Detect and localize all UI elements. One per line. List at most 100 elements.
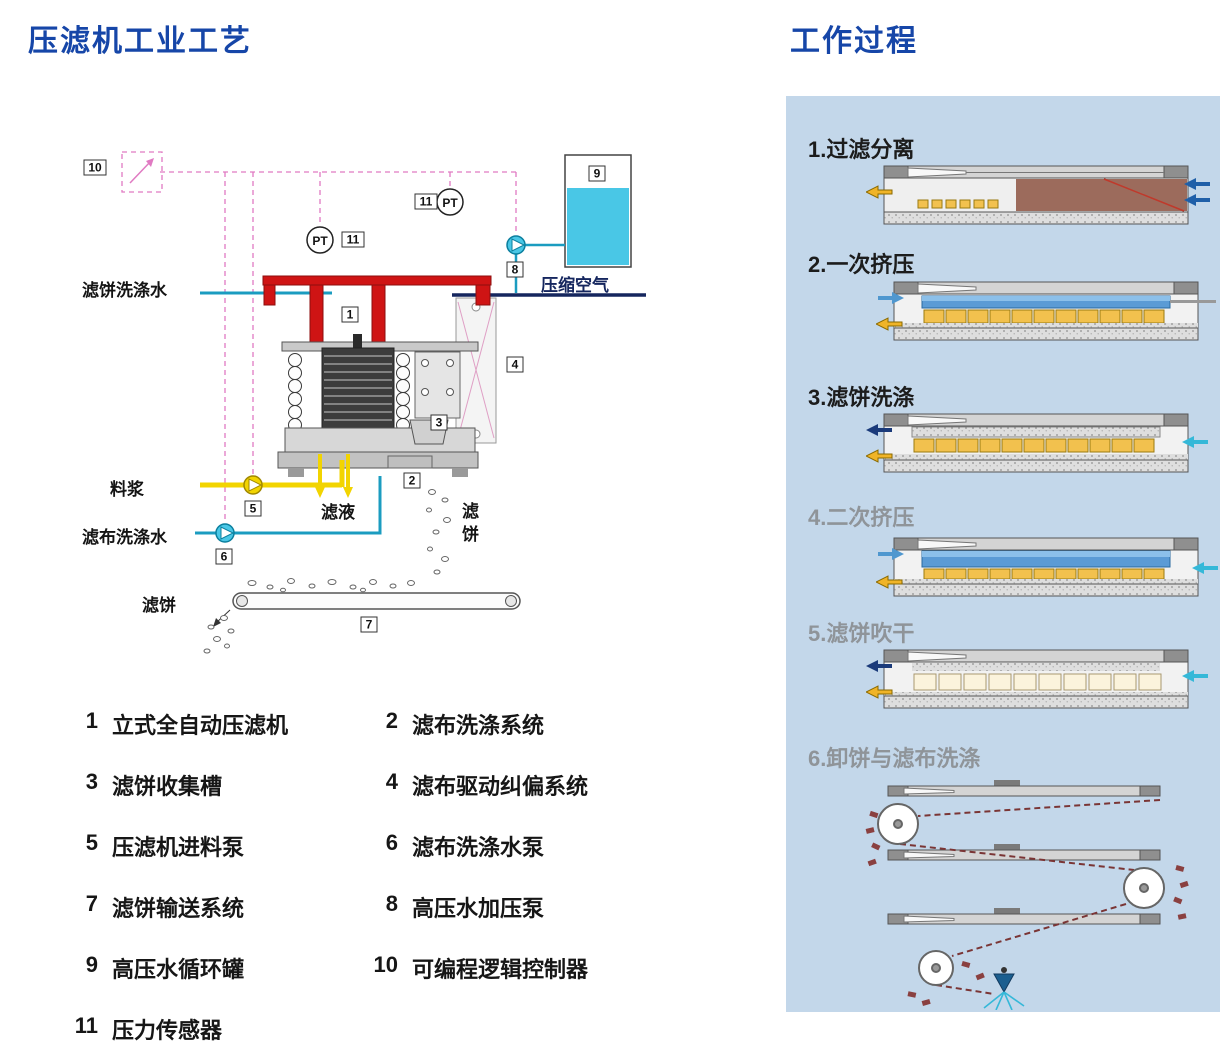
- legend-text: 滤饼收集槽: [112, 774, 223, 799]
- legend-num: 2: [385, 708, 398, 733]
- legend-text: 高压水循环罐: [112, 957, 245, 982]
- cake-blocks: [923, 309, 1165, 324]
- legend-text: 滤布洗涤系统: [412, 713, 545, 738]
- cake-blocks: [913, 438, 1155, 453]
- tag-11b: 11: [420, 195, 433, 209]
- machine-foot-left: [288, 468, 304, 477]
- step-2-label: 2.一次挤压: [808, 252, 915, 277]
- legend-num: 1: [85, 708, 98, 733]
- step-3-label: 3.滤饼洗涤: [808, 385, 915, 410]
- feed-pump: [243, 475, 263, 495]
- cloth-guide-rollers: [421, 359, 454, 396]
- page-title-left: 压滤机工业工艺: [28, 25, 252, 58]
- legend-text: 压力传感器: [112, 1018, 223, 1043]
- tag-9: 9: [594, 167, 601, 181]
- legend-text: 高压水加压泵: [412, 896, 545, 921]
- control-signal-lines: [160, 171, 517, 522]
- tag-11a: 11: [347, 233, 360, 247]
- pt-sensor-1: PT: [306, 226, 334, 254]
- slurry-label: 料浆: [110, 480, 144, 499]
- legend-text: 可编程逻辑控制器: [412, 957, 589, 982]
- legend-item-8: 8 高压水加压泵: [370, 891, 710, 923]
- cake-particles: [203, 489, 451, 654]
- dry-cake-blocks: [913, 673, 1162, 691]
- filtrate-label: 滤液: [321, 503, 355, 522]
- process-diagram: PT PT: [0, 130, 768, 705]
- cake-forming: [917, 199, 999, 209]
- falling-cake-bits: [865, 810, 1189, 1006]
- tag-7: 7: [366, 618, 373, 632]
- pressure-pump: [506, 235, 526, 255]
- legend-item-3: 3 滤饼收集槽: [70, 769, 370, 801]
- legend-num: 8: [385, 891, 398, 916]
- cake-blocks: [923, 568, 1165, 580]
- tag-6: 6: [221, 550, 228, 564]
- machine-foot-right: [452, 468, 468, 477]
- step-4-label: 4.二次挤压: [808, 505, 915, 530]
- press-frame-red: [262, 275, 492, 346]
- wash-water-layer: [911, 426, 1161, 438]
- machine-mid-body: [284, 427, 476, 453]
- cloth-wash-spray: [983, 967, 1025, 1010]
- step-1-label: 1.过滤分离: [808, 137, 915, 162]
- legend-num: 11: [74, 1013, 98, 1038]
- tag-4: 4: [512, 358, 519, 372]
- cake-wash-water-label: 滤饼洗涤水: [82, 281, 167, 300]
- process-diagram-svg: PT PT: [83, 151, 646, 654]
- component-tags: 10 9 11 11 8 1 4 3 2 5 6 7: [83, 159, 606, 633]
- step-5-label: 5.滤饼吹干: [808, 621, 915, 646]
- page-title-right: 工作过程: [790, 25, 918, 58]
- filter-press-machine: [277, 334, 479, 477]
- legend-item-7: 7 滤饼输送系统: [70, 891, 370, 923]
- tag-5: 5: [250, 502, 257, 516]
- open-plates: [887, 780, 1161, 925]
- cake-bottom-label: 滤饼: [142, 596, 176, 615]
- pt-sensor-2-label: PT: [442, 196, 458, 210]
- legend-num: 6: [385, 830, 398, 855]
- legend-item-2: 2 滤布洗涤系统: [370, 708, 710, 740]
- step-6-diagram: [865, 780, 1189, 1010]
- tag-10: 10: [88, 161, 102, 175]
- legend-text: 滤布驱动纠偏系统: [412, 774, 589, 799]
- legend-num: 9: [85, 952, 98, 977]
- cloth-drive-frame: [455, 297, 497, 444]
- tag-3: 3: [436, 416, 443, 430]
- pt-sensor-2: PT: [436, 188, 464, 216]
- legend-num: 4: [385, 769, 398, 794]
- plate-stripes: [324, 355, 392, 421]
- filtrate-arrows: [315, 454, 353, 498]
- legend-item-10: 10 可编程逻辑控制器: [370, 952, 710, 984]
- legend-item-4: 4 滤布驱动纠偏系统: [370, 769, 710, 801]
- legend-item-6: 6 滤布洗涤水泵: [370, 830, 710, 862]
- legend-text: 滤饼输送系统: [112, 896, 245, 921]
- step-1-diagram: [866, 165, 1210, 225]
- legend-text: 压滤机进料泵: [112, 835, 245, 860]
- legend-item-11: 11 压力传感器: [70, 1013, 370, 1045]
- step-5-diagram: [866, 649, 1208, 709]
- tag-1: 1: [347, 308, 354, 322]
- legend-item-1: 1 立式全自动压滤机: [70, 708, 370, 740]
- legend-text: 立式全自动压滤机: [112, 713, 289, 738]
- working-process-panel: 1.过滤分离 2.一次挤压: [786, 96, 1220, 1012]
- legend-num: 7: [85, 891, 98, 916]
- spring-coils: [288, 353, 410, 432]
- cloth-belt: [899, 799, 1161, 995]
- legend-num: 3: [85, 769, 98, 794]
- belt-rollers: [877, 803, 1165, 986]
- cloth-wash-pump: [215, 523, 235, 543]
- machine-base: [277, 451, 479, 469]
- step-3-diagram: [866, 413, 1208, 473]
- slurry-chamber: [1016, 179, 1187, 211]
- step-6-label: 6.卸饼与滤布洗涤: [808, 746, 981, 771]
- legend-num: 10: [373, 952, 398, 977]
- legend-text: 滤布洗涤水泵: [412, 835, 545, 860]
- tag-8: 8: [512, 263, 519, 277]
- step-2-diagram: [876, 281, 1216, 341]
- cake-side-label: 滤饼: [459, 502, 478, 548]
- compressed-air-label: 压缩空气: [541, 276, 609, 295]
- pt-sensor-1-label: PT: [312, 234, 328, 248]
- plc-symbol: [121, 151, 163, 193]
- step-4-diagram: [876, 537, 1218, 597]
